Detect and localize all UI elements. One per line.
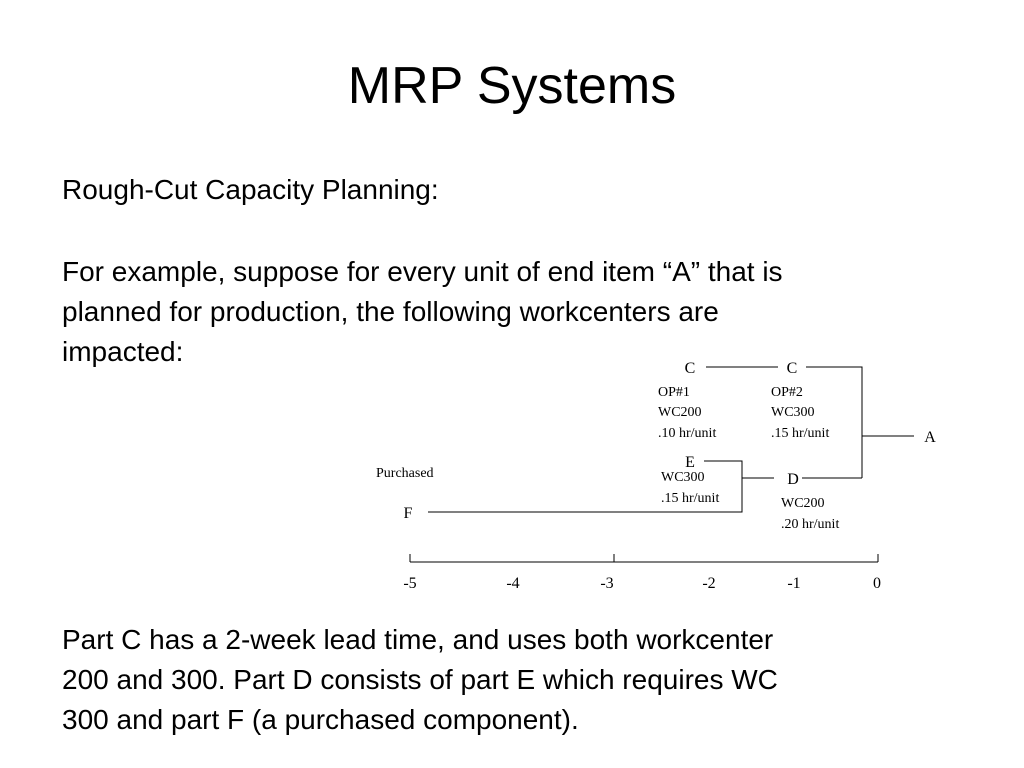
timeline-label: 0 (873, 575, 881, 592)
op2-rate: .15 hr/unit (771, 426, 829, 441)
intro-line: impacted: (62, 336, 184, 367)
op2-workcenter: WC300 (771, 405, 815, 420)
timeline-label: -2 (702, 575, 715, 592)
d-rate: .20 hr/unit (781, 517, 839, 532)
summary-line: 300 and part F (a purchased component). (62, 704, 579, 735)
summary-line: Part C has a 2-week lead time, and uses … (62, 624, 774, 655)
e-rate: .15 hr/unit (661, 491, 719, 506)
node-c-op2: C (787, 360, 798, 377)
timeline-label: -4 (506, 575, 519, 592)
summary-line: 200 and 300. Part D consists of part E w… (62, 664, 778, 695)
op1-operation: OP#1 (658, 385, 690, 400)
timeline-label: -5 (403, 575, 416, 592)
node-c-op1: C (685, 360, 696, 377)
connector-c2-a (806, 366, 914, 437)
purchased-label: Purchased (376, 466, 434, 481)
op1-workcenter: WC200 (658, 405, 702, 420)
timeline-label: -1 (787, 575, 800, 592)
node-d: D (787, 471, 799, 488)
d-workcenter: WC200 (781, 496, 825, 511)
slide-title: MRP Systems (347, 57, 677, 115)
timeline-label: -3 (600, 575, 613, 592)
connector-e-d (704, 460, 774, 479)
e-workcenter: WC300 (661, 470, 705, 485)
node-f: F (404, 505, 413, 522)
connector-f-d (428, 478, 743, 513)
node-a: A (924, 429, 936, 446)
intro-line: For example, suppose for every unit of e… (62, 256, 783, 287)
section-heading: Rough-Cut Capacity Planning: (62, 174, 439, 205)
intro-line: planned for production, the following wo… (62, 296, 719, 327)
op1-rate: .10 hr/unit (658, 426, 716, 441)
op2-operation: OP#2 (771, 385, 803, 400)
intro-paragraph: For example, suppose for every unit of e… (62, 252, 783, 372)
node-e: E (685, 454, 695, 471)
summary-paragraph: Part C has a 2-week lead time, and uses … (62, 620, 778, 740)
